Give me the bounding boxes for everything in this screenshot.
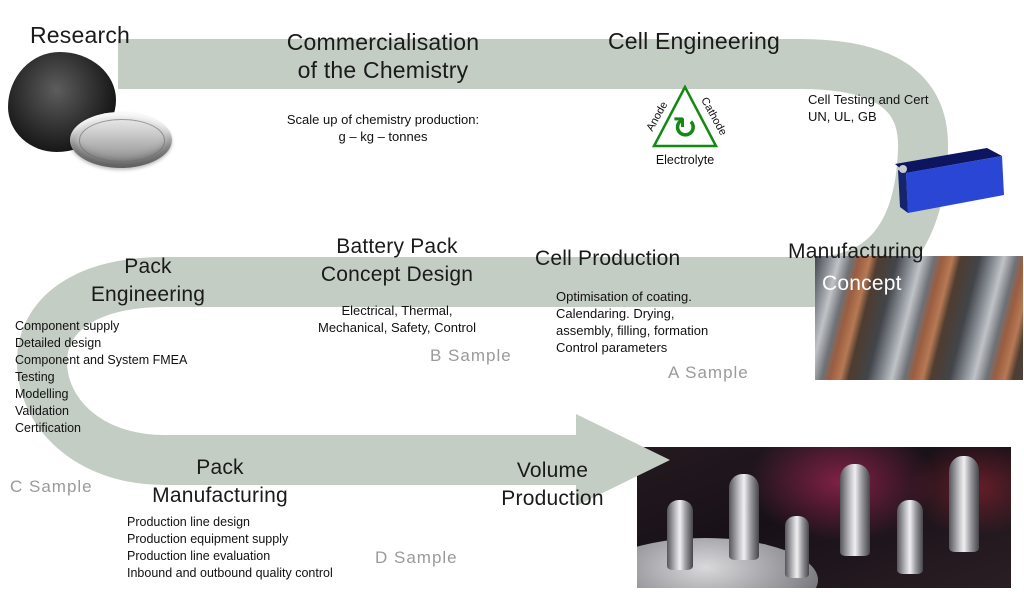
detail-line: Scale up of chemistry production: (286, 112, 480, 127)
title-line: Pack (196, 456, 244, 479)
detail-line: Electrical, Thermal, (341, 303, 453, 318)
commercialisation-detail: Scale up of chemistry production: g – kg… (252, 111, 514, 145)
anode-label: Anode (644, 100, 670, 134)
detail-line: Component supply (15, 319, 120, 333)
electrode-foils-image (815, 256, 1023, 380)
detail-line: g – kg – tonnes (338, 129, 428, 144)
title-line: Pack (124, 255, 172, 278)
stage-title-volume-production: Volume Production (465, 457, 640, 513)
pack-manufacturing-detail: Production line design Production equipm… (127, 514, 333, 582)
battery-pack-detail: Electrical, Thermal, Mechanical, Safety,… (287, 302, 507, 336)
note-line: Cell Testing and Cert (808, 92, 929, 107)
stage-title-commercialisation: Commercialisation of the Chemistry (252, 28, 514, 84)
stage-title-manufacturing-concept-line2: Concept (822, 272, 902, 295)
pack-engineering-detail: Component supply Detailed design Compone… (15, 318, 187, 437)
chemistry-triangle-diagram: ↻ Anode Cathode Electrolyte (644, 84, 729, 167)
detail-line: Optimisation of coating. (556, 289, 692, 304)
battery-cylinder (897, 500, 923, 574)
stage-title-manufacturing-concept-line1: Manufacturing (788, 240, 924, 263)
cell-production-detail: Optimisation of coating. Calendaring. Dr… (556, 288, 708, 356)
title-line: Concept Design (320, 263, 474, 286)
stage-title-cell-production: Cell Production (535, 247, 681, 270)
detail-line: Modelling (15, 387, 69, 401)
detail-line: Production equipment supply (127, 532, 289, 546)
detail-line: Certification (15, 421, 81, 435)
note-line: UN, UL, GB (808, 109, 877, 124)
detail-line: Calendaring. Drying, (556, 306, 675, 321)
stage-title-research: Research (30, 22, 131, 48)
coin-cell-ring (79, 119, 165, 162)
b-sample-label: B Sample (430, 346, 512, 365)
detail-line: Control parameters (556, 340, 668, 355)
battery-cylinder (729, 474, 759, 560)
title-line: Production (501, 487, 604, 510)
battery-cylinder (667, 500, 693, 570)
title-line: Manufacturing (152, 484, 288, 507)
stage-title-battery-pack-concept: Battery Pack Concept Design (292, 233, 502, 289)
a-sample-label: A Sample (668, 363, 749, 382)
battery-cylinder (785, 516, 809, 578)
detail-line: Inbound and outbound quality control (127, 566, 333, 580)
title-line: Commercialisation (286, 29, 480, 55)
cathode-label: Cathode (698, 95, 729, 137)
electrolyte-label: Electrolyte (656, 153, 714, 167)
title-line: of the Chemistry (297, 57, 469, 83)
battery-cylinder (840, 464, 870, 556)
coin-cell-image (70, 112, 172, 168)
detail-line: assembly, filling, formation (556, 323, 709, 338)
cell-testing-note: Cell Testing and Cert UN, UL, GB (808, 91, 928, 125)
title-line: Engineering (90, 283, 206, 306)
detail-line: Detailed design (15, 336, 102, 350)
d-sample-label: D Sample (375, 548, 458, 567)
detail-line: Testing (15, 370, 55, 384)
triangle-outline (651, 84, 719, 148)
production-line-image (637, 447, 1011, 588)
title-line: Battery Pack (336, 235, 458, 258)
detail-line: Validation (15, 404, 69, 418)
prismatic-cell-image (895, 148, 1004, 213)
detail-line: Production line evaluation (127, 549, 271, 563)
c-sample-label: C Sample (10, 477, 93, 496)
stage-title-cell-engineering: Cell Engineering (608, 28, 780, 54)
battery-cylinder (949, 456, 979, 552)
title-line: Volume (516, 459, 589, 482)
recycle-icon: ↻ (672, 112, 697, 145)
detail-line: Production line design (127, 515, 250, 529)
detail-line: Mechanical, Safety, Control (318, 320, 476, 335)
stage-title-pack-engineering: Pack Engineering (63, 253, 233, 309)
detail-line: Component and System FMEA (15, 353, 188, 367)
stage-title-pack-manufacturing: Pack Manufacturing (125, 454, 315, 510)
